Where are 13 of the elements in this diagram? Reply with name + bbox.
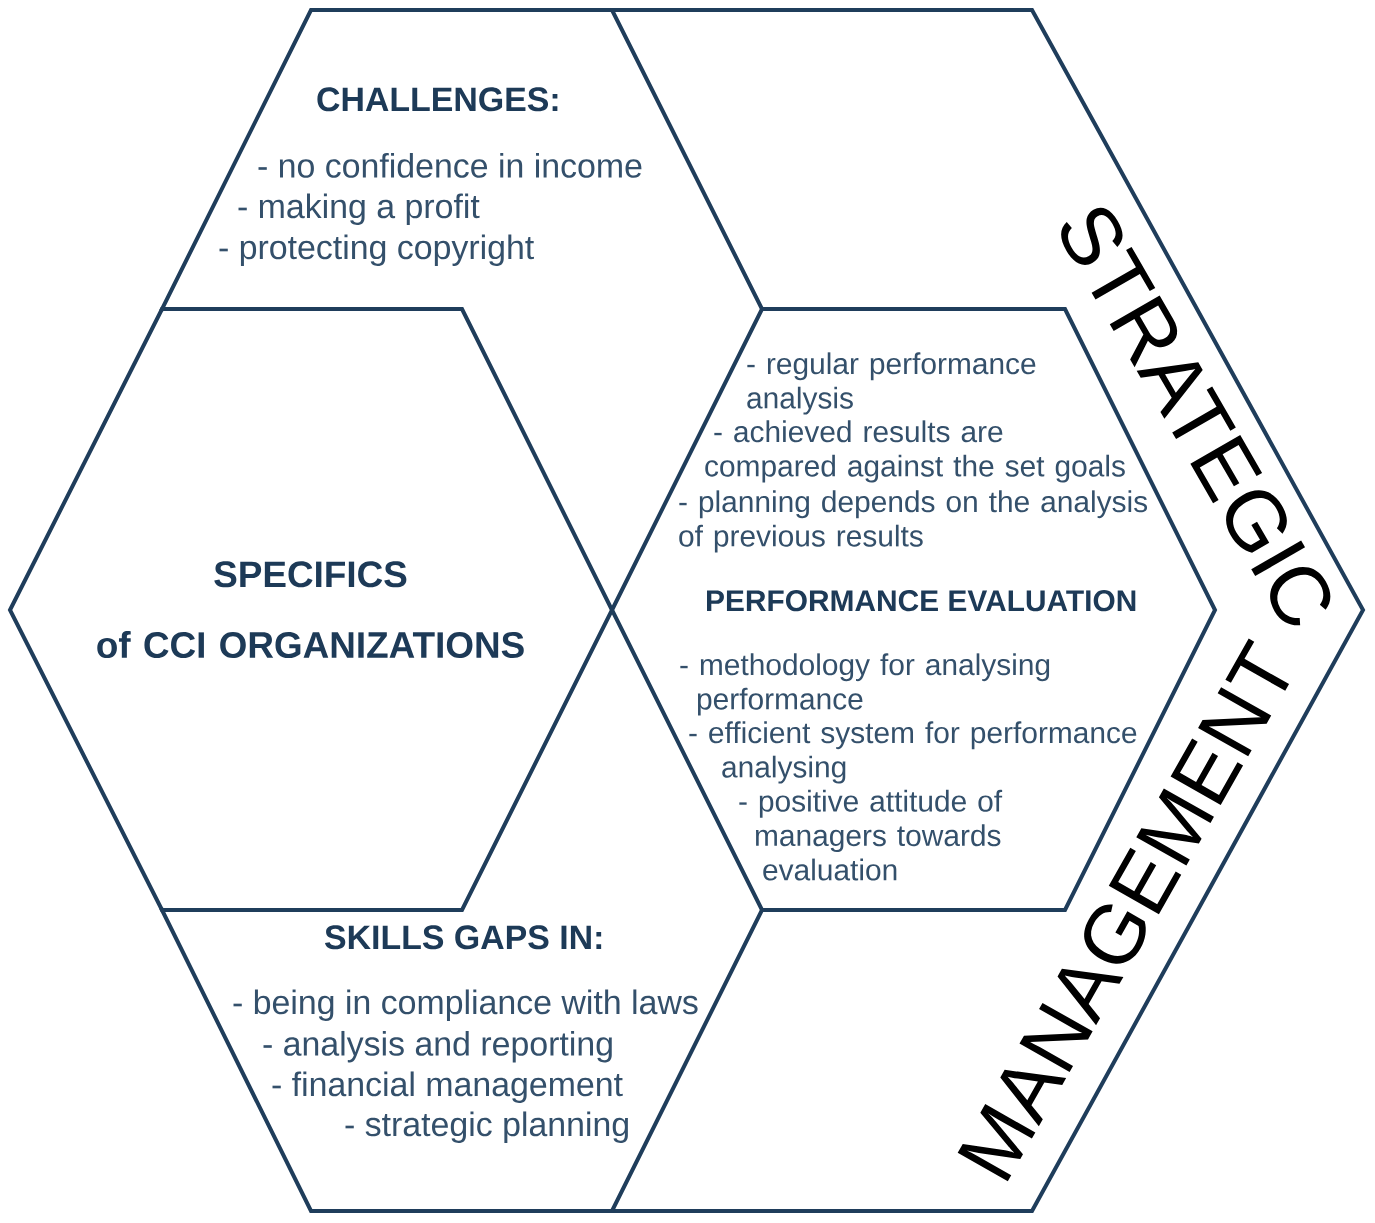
honeycomb-cell [160,8,764,311]
list-item: - strategic planning [345,1111,628,1144]
honeycomb-cell [160,908,764,1213]
list-item: - making a profit [238,193,480,225]
list-item: - financial management [272,1071,623,1104]
heading: CHALLENGES: [317,87,558,112]
list-item: - no confidence in income [258,152,642,178]
heading: SPECIFICS of CCI ORGANIZATIONS [97,561,524,659]
list-item: - protecting copyright [219,234,534,266]
list-item: - regular performance analysis [747,352,1036,415]
heading: SKILLS GAPS IN: [325,925,602,950]
list-item: - analysis and reporting [263,1030,612,1063]
list-item: - being in compliance with laws [233,989,698,1022]
